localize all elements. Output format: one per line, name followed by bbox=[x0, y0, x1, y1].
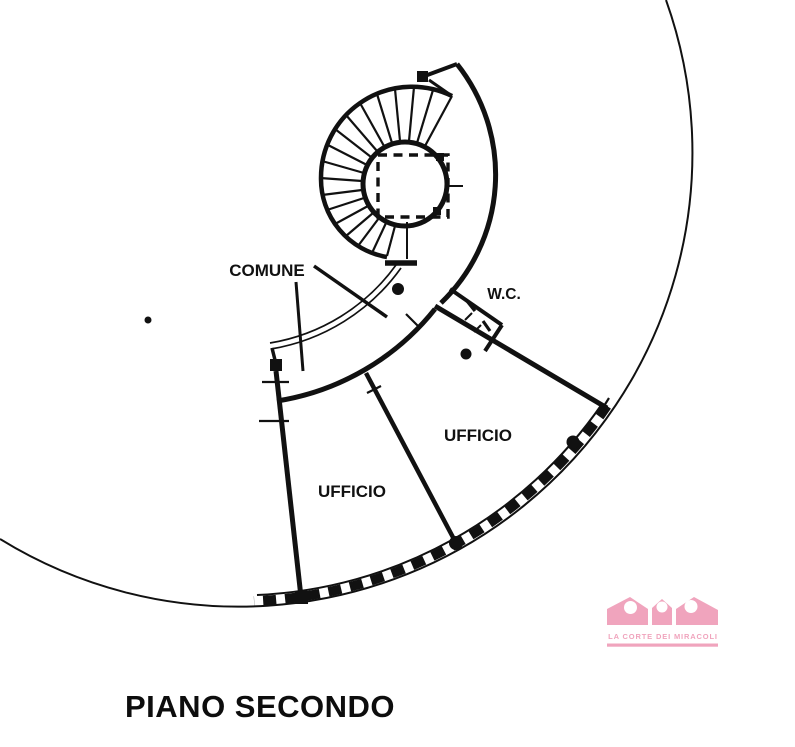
column bbox=[270, 359, 282, 371]
right-radial-wall bbox=[433, 303, 609, 411]
column bbox=[433, 207, 441, 215]
outer-wall-inner-edge bbox=[256, 403, 603, 596]
leader-line bbox=[294, 281, 305, 372]
room-labels: COMUNE W.C. UFFICIO UFFICIO bbox=[229, 261, 521, 501]
column bbox=[417, 71, 428, 82]
wc-partition bbox=[481, 320, 492, 332]
spiral-staircase bbox=[318, 78, 463, 266]
column bbox=[436, 153, 444, 161]
column bbox=[295, 591, 308, 604]
corridor-arc-inner bbox=[269, 264, 397, 344]
room-label-wc: W.C. bbox=[487, 286, 521, 303]
column bbox=[392, 283, 404, 295]
wc-room bbox=[448, 287, 504, 353]
wc-end-wall bbox=[483, 323, 504, 353]
wc-door-jamb bbox=[464, 312, 473, 321]
logo-underline bbox=[607, 643, 718, 647]
stair-outer-edge bbox=[318, 84, 453, 260]
column bbox=[566, 435, 580, 449]
room-label-comune: COMUNE bbox=[229, 261, 305, 280]
logo-house-window bbox=[656, 601, 668, 613]
office-divider-wall bbox=[364, 371, 458, 545]
corridor-arc-outer bbox=[270, 267, 402, 350]
wc-door-jamb bbox=[473, 324, 482, 333]
floor-title: PIANO SECONDO bbox=[125, 689, 395, 724]
logo-house-window bbox=[624, 601, 637, 614]
wc-partition bbox=[465, 300, 477, 312]
logo-wordmark: LA CORTE DEI MIRACOLI bbox=[608, 632, 718, 641]
room-label-ufficio-upper: UFFICIO bbox=[444, 426, 512, 445]
agency-logo: LA CORTE DEI MIRACOLI bbox=[607, 597, 718, 647]
room-label-ufficio-lower: UFFICIO bbox=[318, 482, 386, 501]
jamb-tick bbox=[598, 397, 610, 415]
corridor-end-stub bbox=[270, 347, 277, 361]
corridor-office-wall bbox=[276, 307, 437, 404]
jamb-tick bbox=[366, 385, 382, 394]
leader-line bbox=[312, 264, 389, 319]
comune-leader-lines bbox=[294, 264, 389, 372]
survey-dot bbox=[144, 316, 152, 324]
jamb-tick bbox=[405, 313, 421, 329]
column bbox=[449, 536, 463, 550]
wc-outer-wall bbox=[448, 287, 504, 327]
site-boundary-arc bbox=[0, 0, 694, 608]
logo-house-window bbox=[684, 600, 698, 613]
outer-hatched-wall bbox=[253, 403, 611, 606]
stair-tower-outer-wall bbox=[439, 62, 499, 305]
stair-treads bbox=[319, 86, 453, 257]
column bbox=[460, 348, 472, 360]
stair-edge-connector bbox=[428, 78, 453, 98]
left-radial-wall bbox=[273, 370, 304, 598]
outer-wall-hatching bbox=[253, 403, 611, 606]
columns bbox=[144, 71, 580, 604]
logo-house-right-icon bbox=[676, 597, 718, 625]
building-walls bbox=[259, 62, 610, 598]
